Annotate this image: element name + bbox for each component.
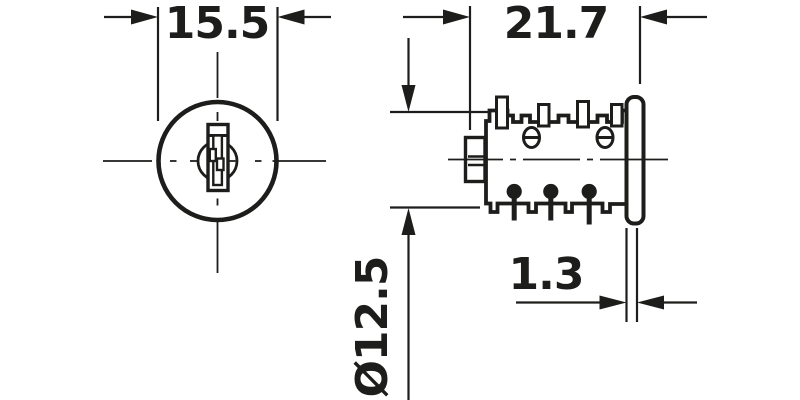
pin-stem: [511, 191, 517, 221]
tumbler-pin: [576, 100, 590, 129]
extension-line: [156, 7, 279, 121]
neck-groove-lines: [468, 155, 484, 167]
top-tumbler-pins: [495, 95, 624, 130]
extension-line: [390, 110, 489, 209]
screw-head-left: [522, 126, 541, 149]
dimension-label-flange-thickness: 1.3: [509, 249, 584, 300]
front-centerlines: [103, 52, 326, 273]
extension-line: [625, 228, 639, 322]
dimension-label-cylinder-diameter: Ø12.5: [347, 257, 398, 398]
extension-line: [468, 6, 642, 130]
dimension-label-front-width: 15.5: [165, 0, 270, 49]
tumbler-pin: [537, 103, 551, 128]
dimension-arrow: [401, 85, 416, 112]
dimension-label-body-length: 21.7: [504, 0, 609, 49]
keyhole: [206, 122, 230, 193]
dimension-cylinder-diameter: Ø12.5: [347, 38, 489, 400]
screw-head-right: [595, 126, 615, 149]
tumbler-pin: [610, 103, 624, 128]
dimension-arrow: [640, 9, 667, 25]
pin-stem: [586, 191, 592, 225]
dimension-arrow: [443, 9, 470, 25]
side-view: [448, 95, 668, 226]
dimension-front-width: 15.5: [104, 0, 331, 121]
dimension-arrow: [277, 9, 305, 25]
dimension-arrow: [131, 9, 158, 25]
front-view: [103, 52, 326, 273]
tumbler-pin: [495, 95, 509, 130]
dimension-arrow: [401, 208, 416, 235]
dimension-body-length: 21.7: [403, 0, 707, 130]
dimension-arrow: [599, 295, 627, 310]
keyhole-notch-right: [215, 157, 225, 172]
pin-stem: [548, 191, 554, 221]
keyhole-notch-left: [208, 147, 218, 163]
dimension-flange-thickness: 1.3: [509, 228, 697, 322]
dimension-arrow: [637, 295, 664, 310]
bottom-tumbler-pins: [506, 183, 597, 225]
